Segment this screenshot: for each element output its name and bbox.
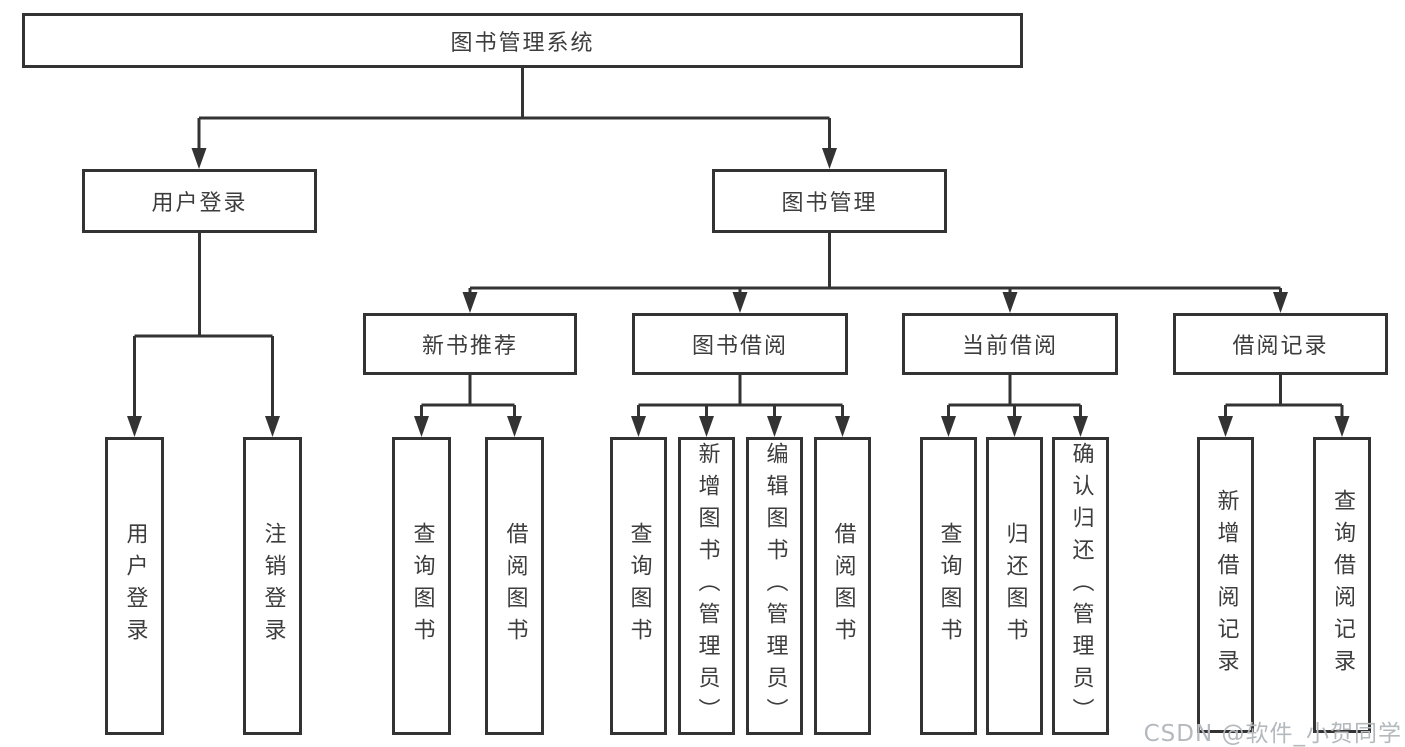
leaf-borrow-book-borrow: 借阅图书	[814, 437, 871, 735]
node-current-borrow-label: 当前借阅	[961, 334, 1058, 359]
node-book-borrow: 图书借阅	[632, 313, 848, 375]
node-book-borrow-label: 图书借阅	[691, 334, 788, 359]
node-root-label: 图书管理系统	[450, 30, 595, 56]
leaf-edit-book-admin: 编辑图书（管理员）	[746, 437, 803, 735]
rail-user-login	[134, 233, 273, 338]
rail-book-mgmt	[470, 233, 1281, 290]
leaf-borrow-book-newrec: 借阅图书	[485, 437, 544, 735]
rail-root	[199, 68, 830, 120]
node-root: 图书管理系统	[22, 13, 1023, 68]
node-borrow-record: 借阅记录	[1173, 313, 1388, 375]
node-borrow-record-label: 借阅记录	[1232, 334, 1329, 359]
arrow-shafts	[133, 118, 1344, 423]
node-current-borrow: 当前借阅	[902, 313, 1118, 375]
leaf-add-book-admin-label: 新增图书（管理员）	[694, 442, 720, 730]
leaf-edit-book-admin-label: 编辑图书（管理员）	[762, 442, 788, 730]
leaf-return-book: 归还图书	[986, 437, 1043, 735]
leaf-query-book-newrec: 查询图书	[392, 437, 451, 735]
rail-new-book-rec	[421, 375, 515, 407]
watermark: CSDN @软件_小贺同学	[1143, 721, 1402, 747]
leaf-confirm-return-admin-label: 确认归还（管理员）	[1068, 442, 1094, 730]
leaf-add-borrow-record: 新增借阅记录	[1197, 437, 1254, 733]
leaf-query-borrow-record-label: 查询借阅记录	[1330, 489, 1355, 681]
node-new-book-rec-label: 新书推荐	[421, 334, 518, 359]
node-book-mgmt: 图书管理	[712, 169, 947, 233]
leaf-add-borrow-record-label: 新增借阅记录	[1213, 489, 1239, 681]
leaf-confirm-return-admin: 确认归还（管理员）	[1052, 437, 1109, 735]
leaf-borrow-book-newrec-label: 借阅图书	[502, 522, 528, 650]
leaf-query-borrow-record: 查询借阅记录	[1313, 437, 1371, 733]
leaf-query-book-current: 查询图书	[920, 437, 977, 735]
node-user-login: 用户登录	[82, 169, 317, 233]
rail-current-borrow	[948, 375, 1081, 407]
leaf-query-book-borrow: 查询图书	[610, 437, 667, 735]
leaf-query-book-current-label: 查询图书	[936, 522, 962, 650]
leaf-return-book-label: 归还图书	[1002, 522, 1028, 650]
leaf-query-book-borrow-label: 查询图书	[626, 522, 652, 650]
leaf-borrow-book-borrow-label: 借阅图书	[830, 522, 856, 650]
rail-borrow-record	[1225, 375, 1342, 407]
node-book-mgmt-label: 图书管理	[781, 191, 878, 216]
rail-book-borrow	[638, 375, 843, 407]
leaf-add-book-admin: 新增图书（管理员）	[678, 437, 735, 735]
leaf-query-book-newrec-label: 查询图书	[409, 522, 435, 650]
leaf-logout-label: 注销登录	[260, 522, 286, 650]
node-new-book-rec: 新书推荐	[363, 313, 577, 375]
node-user-login-label: 用户登录	[151, 191, 248, 216]
leaf-user-login: 用户登录	[105, 437, 164, 735]
leaf-user-login-label: 用户登录	[122, 522, 148, 650]
leaf-logout: 注销登录	[243, 437, 302, 735]
